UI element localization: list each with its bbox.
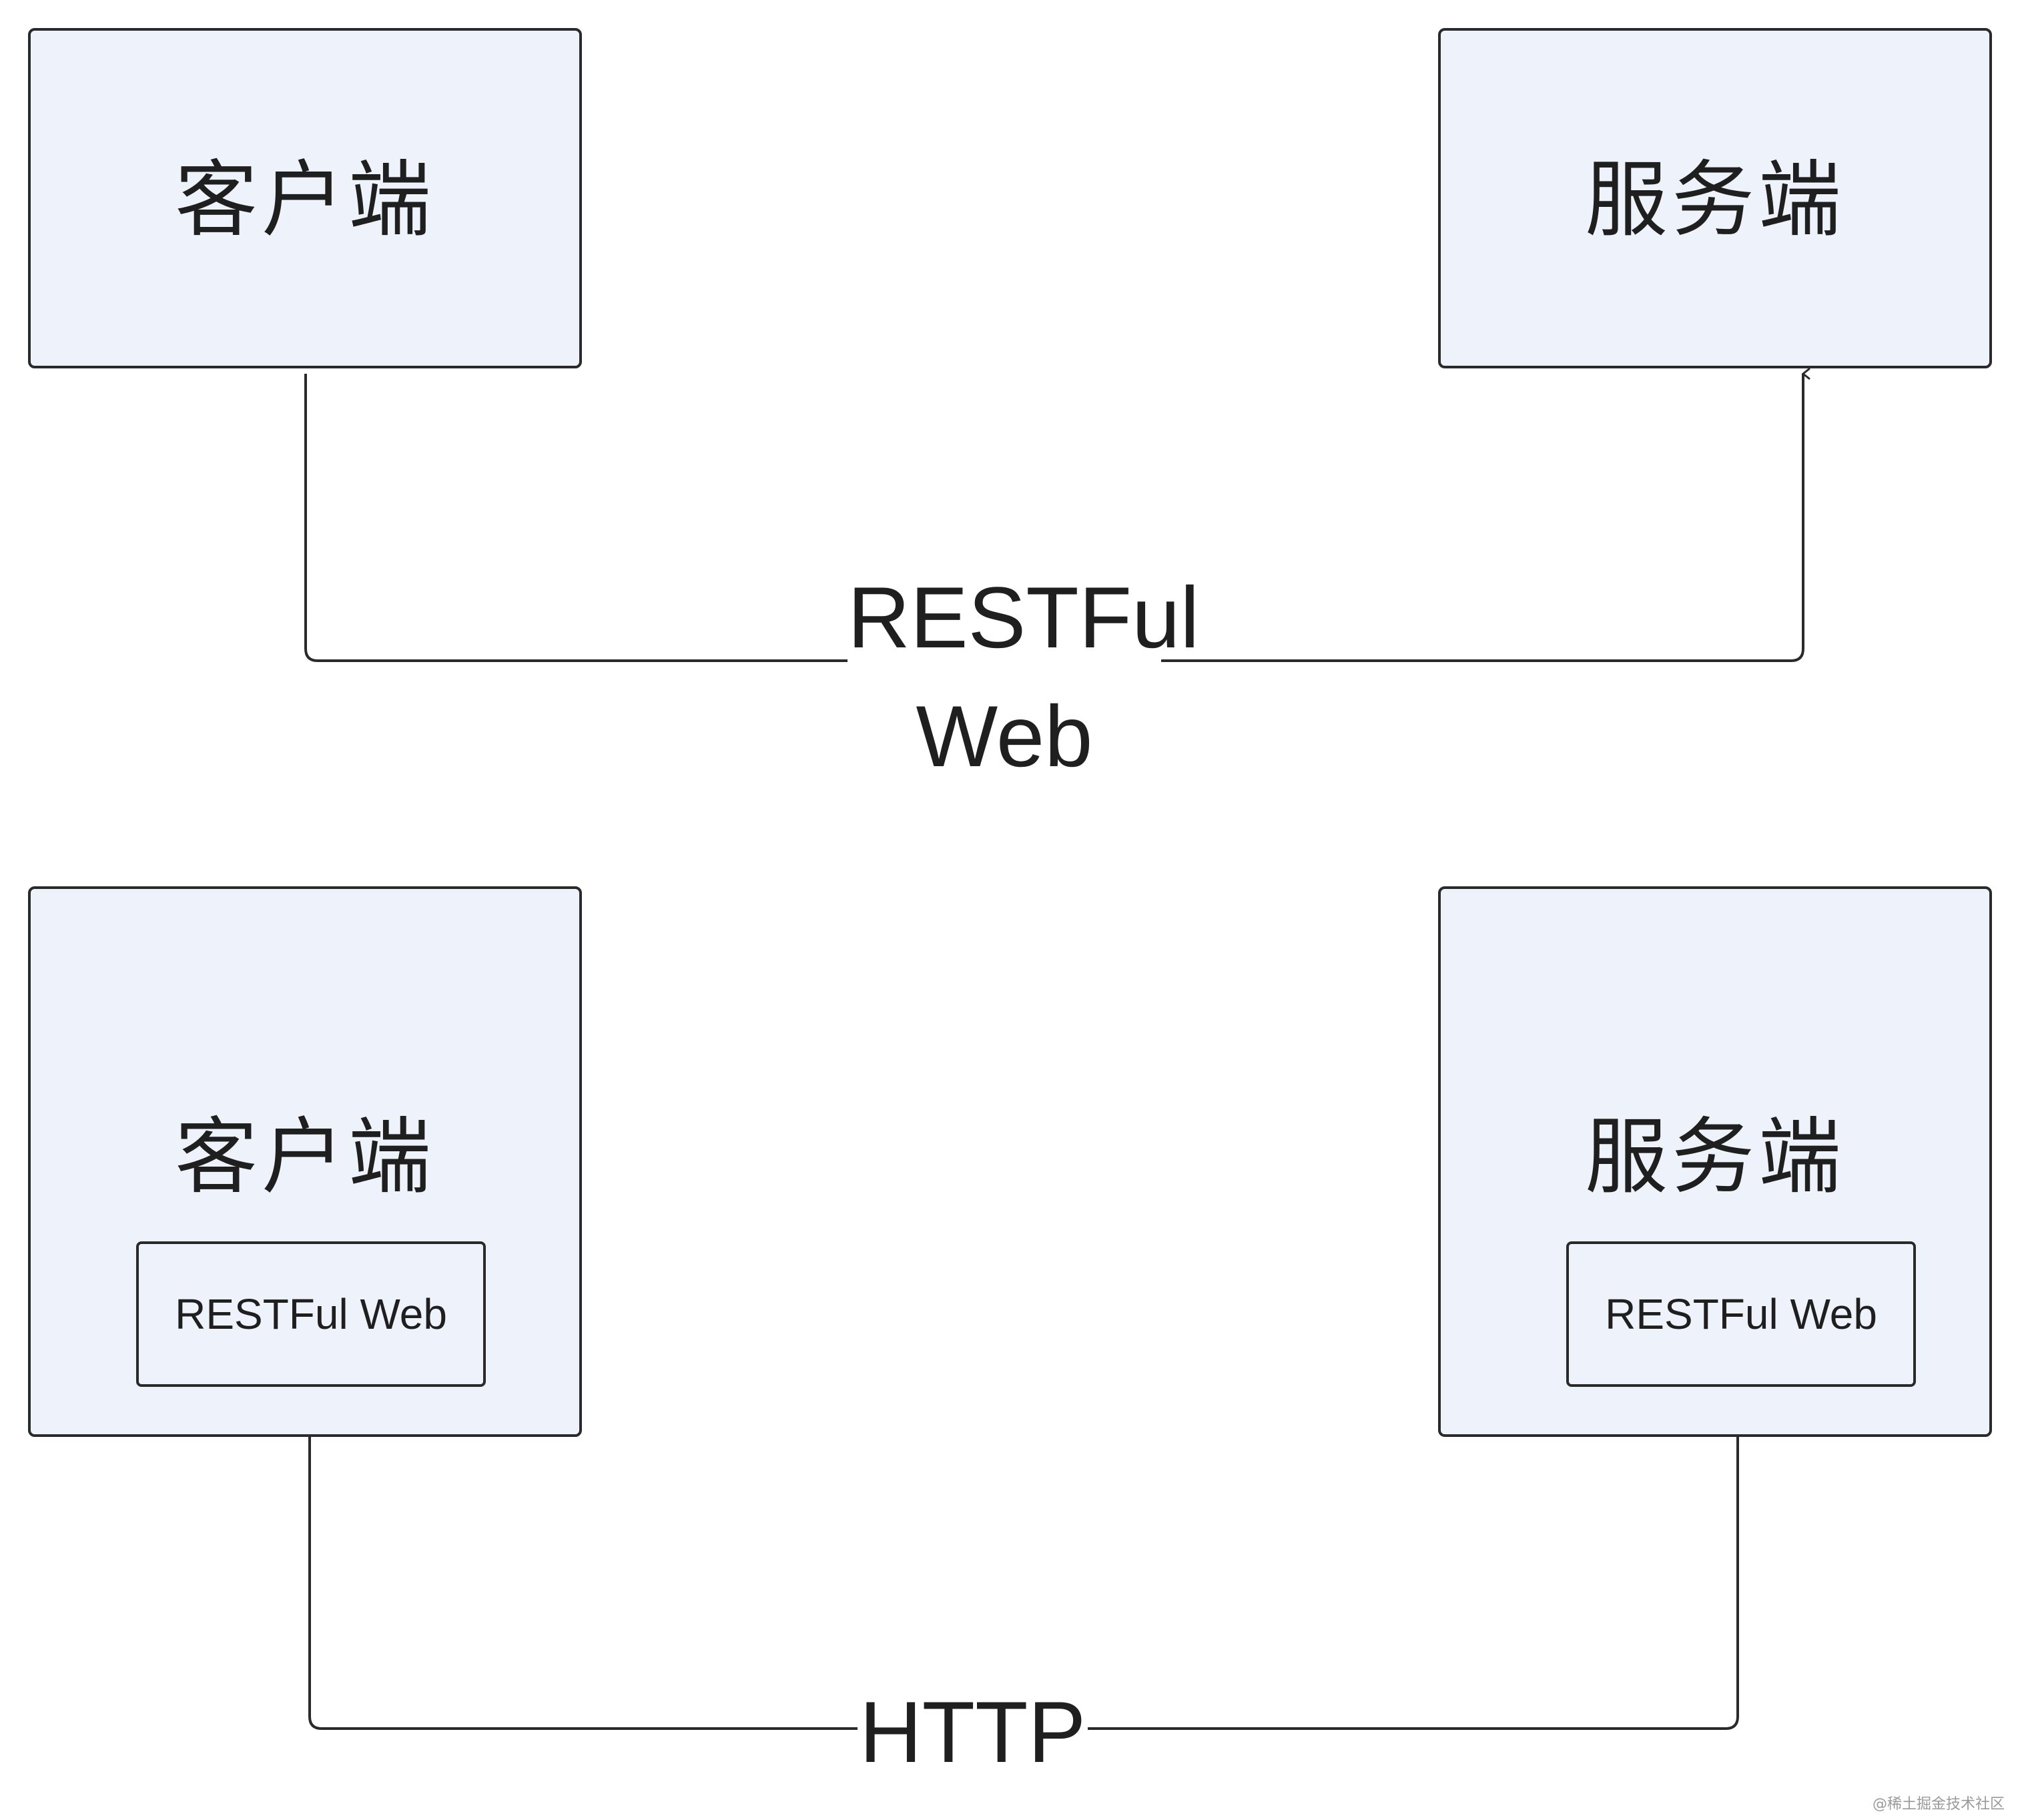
top-client-label: 客户端 bbox=[174, 152, 435, 248]
bottom-server-restful-label: RESTFul Web bbox=[1605, 1290, 1877, 1338]
top-server-label: 服务端 bbox=[1584, 152, 1845, 248]
bottom-edge-label: HTTP bbox=[858, 1679, 1088, 1785]
top-edge-label: RESTFul Web bbox=[848, 558, 1199, 796]
bottom-client-label: 客户端 bbox=[174, 1109, 435, 1205]
bottom-server-label: 服务端 bbox=[1584, 1109, 1845, 1205]
bottom-connector-line bbox=[308, 1384, 1745, 1730]
top-client-node: 客户端 bbox=[28, 28, 582, 368]
bottom-client-node: 客户端 RESTFul Web bbox=[28, 886, 582, 1437]
top-server-node: 服务端 bbox=[1438, 28, 1992, 368]
bottom-server-restful-node: RESTFul Web bbox=[1566, 1241, 1916, 1387]
watermark: @稀土掘金技术社区 bbox=[1872, 1796, 2005, 1813]
bottom-client-restful-label: RESTFul Web bbox=[175, 1290, 447, 1338]
bottom-server-node: 服务端 RESTFul Web bbox=[1438, 886, 1992, 1437]
bottom-client-restful-node: RESTFul Web bbox=[136, 1241, 486, 1387]
